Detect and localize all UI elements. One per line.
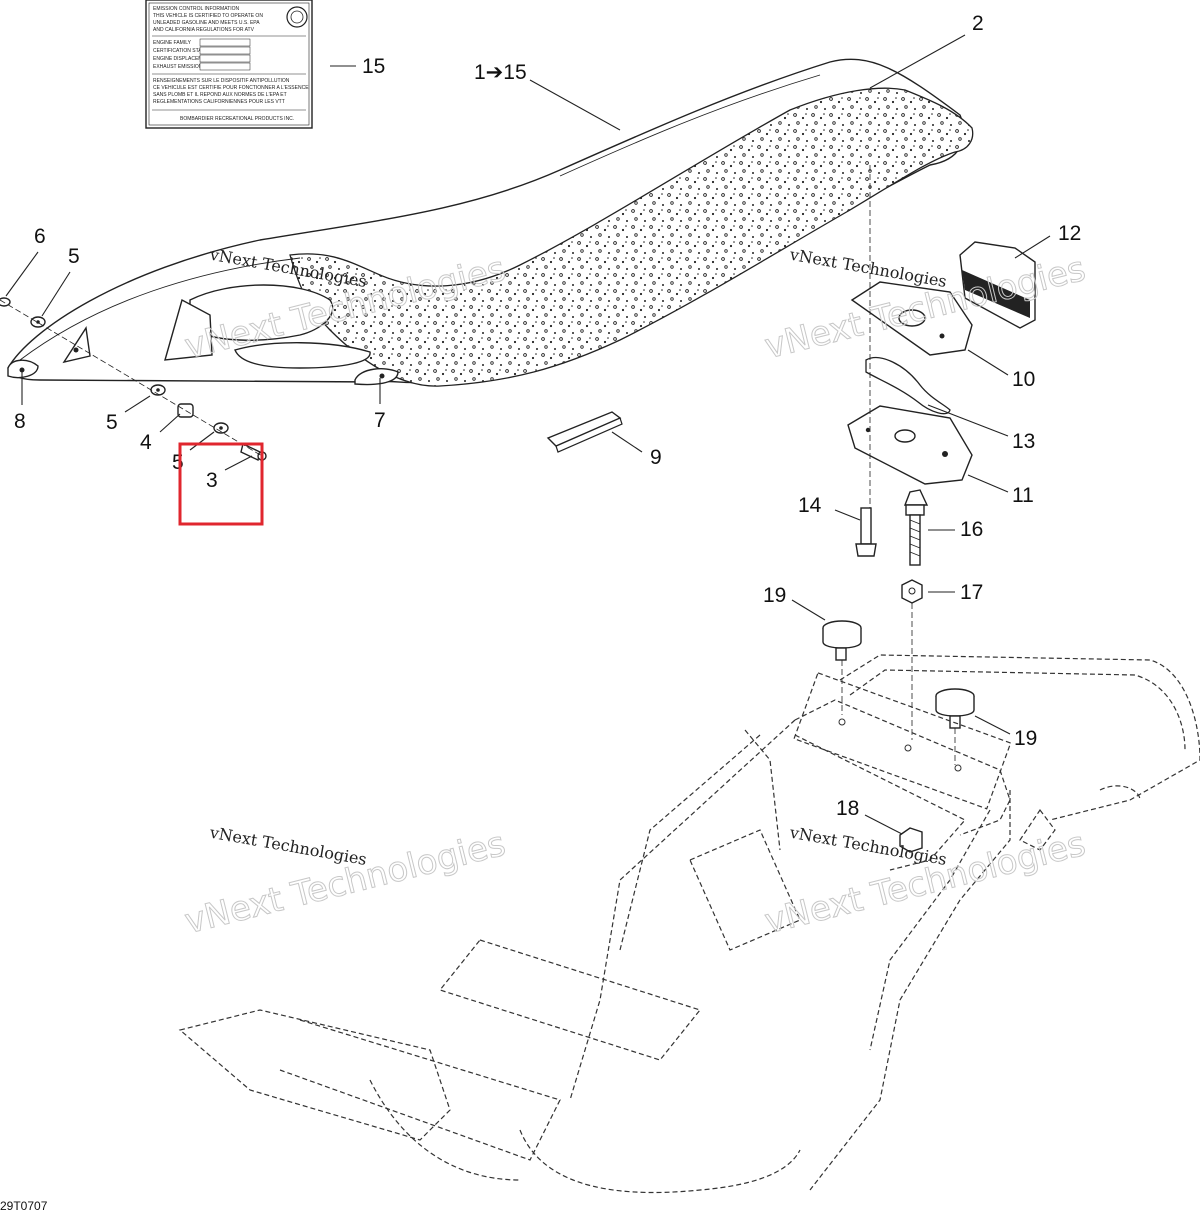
leader-lines [5,34,1051,835]
seat-front-bracket [164,298,213,361]
seat-fasteners [0,297,267,461]
label-line: RENSEIGNEMENTS SUR LE DISPOSITIF ANTIPOL… [153,78,290,84]
bolt-14 [860,507,872,545]
watermark-text: vNext Technologies [787,245,948,291]
callout-8: 8 [14,410,26,433]
label-line: CERTIFICATION STANDARD [153,48,220,54]
watermark-text: vNext Technologies [787,823,948,869]
callout-labels: 1➔15 2 15 6 5 8 5 4 5 3 7 9 12 10 13 11 … [14,12,1081,820]
nut-18 [899,827,923,853]
callout-7: 7 [374,409,386,432]
latch-stud-16 [903,489,929,506]
vehicle-frame [178,654,1200,1193]
callout-17: 17 [960,581,983,604]
callout-5: 5 [106,411,118,434]
callout-3: 3 [206,469,218,492]
emission-label: EMISSION CONTROL INFORMATION THIS VEHICL… [145,0,313,129]
callout-19: 19 [763,584,786,607]
label-line: BOMBARDIER RECREATIONAL PRODUCTS INC. [180,116,294,122]
seat-side-tab [62,326,91,364]
seat-rear-tab [354,368,399,386]
callout-1-15: 1➔15 [474,61,527,84]
callout-16: 16 [960,518,983,541]
seat-underside-recess [189,284,334,341]
seat-assembly [7,58,974,387]
callout-5: 5 [172,451,184,474]
watermark-text: vNext Technologies [207,823,368,869]
bumper-19-right [935,688,975,729]
seat-underside-recess [234,342,371,369]
highlight-box-part-3 [178,442,264,526]
callout-6: 6 [34,225,46,248]
label-line: UNLEADED GASOLINE AND MEETS U.S. EPA [153,20,260,26]
callout-18: 18 [836,797,859,820]
seat-latch-assembly [847,165,1036,520]
callout-9: 9 [650,446,662,469]
label-line: EMISSION CONTROL INFORMATION [153,6,240,12]
label-line: ENGINE FAMILY [153,40,192,46]
label-line: AND CALIFORNIA REGULATIONS FOR ATV [153,27,255,33]
nut-6 [0,297,11,307]
latch-gasket-13 [865,356,951,415]
seat-cover [289,87,974,387]
callout-11: 11 [1012,484,1034,507]
bolt-3 [240,443,261,461]
emission-seal-icon [286,6,308,28]
callout-19: 19 [1014,727,1037,750]
mounting-hardware [822,489,975,853]
label-line: CE VEHICULE EST CERTIFIE POUR FONCTIONNE… [153,85,309,91]
callout-15: 15 [362,55,385,78]
label-line: REGLEMENTATIONS CALIFORNIENNES POUR LES … [153,99,285,105]
spacer-4 [177,403,194,418]
figure-reference-code: 29T0707 [0,1199,48,1213]
label-line: THIS VEHICLE IS CERTIFIED TO OPERATE ON [153,13,263,19]
label-line: SANS PLOMB ET IL REPOND AUX NORMES DE L'… [153,92,287,98]
latch-housing-11 [847,405,973,485]
label-line: ENGINE DISPLACEMENT [153,56,212,62]
callout-12: 12 [1058,222,1081,245]
callout-5: 5 [68,245,80,268]
callout-13: 13 [1012,430,1035,453]
callout-14: 14 [798,494,822,517]
callout-2: 2 [972,12,984,35]
callout-4: 4 [140,431,152,454]
bumper-19-left [822,620,862,661]
callout-10: 10 [1012,368,1035,391]
